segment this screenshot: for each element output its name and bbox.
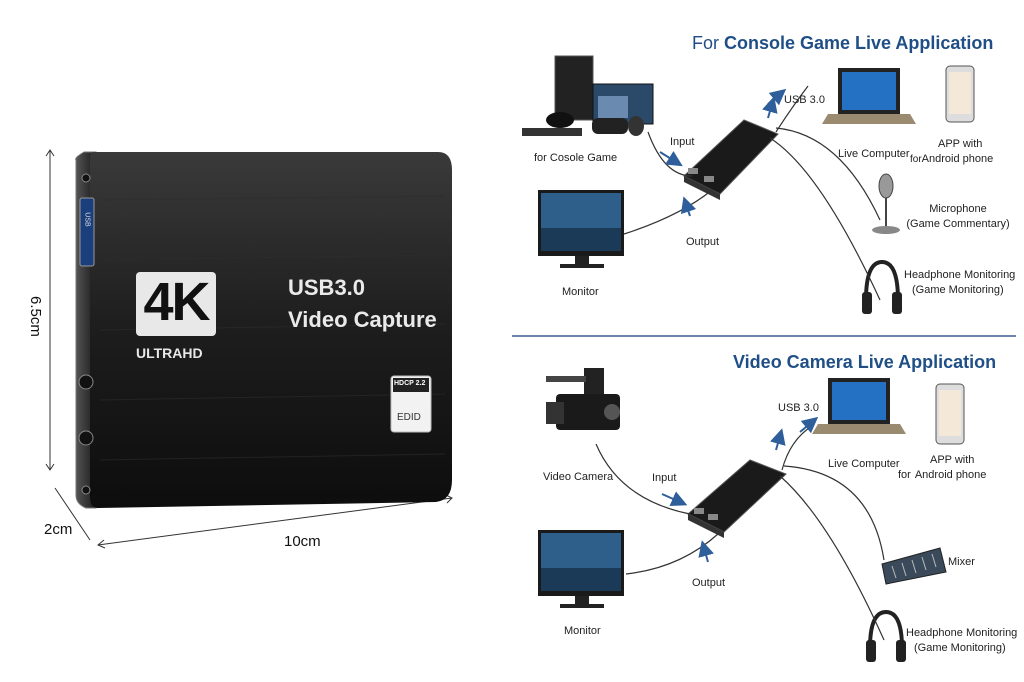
label-app-top-2: forAndroid phone [910, 153, 994, 165]
audio-jack-2 [78, 430, 94, 446]
audio-jack-1 [78, 374, 94, 390]
console-devices-icon [522, 55, 654, 136]
label-headphone-bottom-2: (Game Monitoring) [914, 642, 1006, 654]
dimension-width: 10cm [284, 533, 321, 550]
hdcp-text: HDCP 2.2 [394, 380, 426, 387]
phone-icon-bottom [935, 383, 965, 445]
4k-badge [136, 272, 216, 336]
phone-icon-top [945, 65, 975, 123]
label-headphone-top-1: Headphone Monitoring [904, 269, 1016, 281]
product-line1: USB3.0 [288, 275, 366, 300]
led-indicator [81, 173, 91, 183]
label-usb-bottom: USB 3.0 [778, 402, 819, 414]
label-mic-1: Microphone [929, 203, 987, 215]
console-section-title: For Console Game Live Application [692, 33, 993, 54]
laptop-icon-bottom [812, 378, 906, 434]
capture-device-bottom [687, 459, 787, 538]
label-output-top: Output [686, 236, 720, 248]
camera-section-title: Video Camera Live Application [733, 352, 997, 372]
console-title-prefix: For [692, 33, 719, 53]
label-app-top-1: APP with [938, 138, 983, 150]
label-mixer: Mixer [948, 556, 975, 568]
label-headphone-bottom-1: Headphone Monitoring [906, 627, 1018, 639]
label-mic-2: (Game Commentary) [906, 218, 1010, 230]
label-console: for Cosole Game [534, 152, 618, 164]
label-input-bottom: Input [652, 472, 677, 484]
badge-ultrahd-text: ULTRAHD [136, 345, 203, 361]
monitor-icon-top [538, 190, 624, 268]
dimension-lines [45, 149, 453, 549]
label-monitor-top: Monitor [562, 286, 599, 298]
mixer-icon [881, 547, 947, 585]
label-camera: Video Camera [543, 471, 614, 483]
video-camera-icon [546, 368, 620, 430]
device-body [90, 152, 452, 508]
headphones-icon-bottom [866, 609, 906, 662]
label-live-computer-bottom: Live Computer [828, 458, 900, 470]
monitor-icon-bottom [538, 530, 624, 608]
label-output-bottom: Output [692, 577, 726, 589]
product-line2: Video Capture [288, 307, 437, 332]
label-input-top: Input [670, 136, 695, 148]
connector-arrows-top [659, 88, 787, 217]
dimension-depth: 2cm [44, 521, 73, 538]
label-app-bottom-1: APP with [930, 454, 975, 466]
microphone-icon [872, 173, 900, 234]
label-usb-top: USB 3.0 [784, 94, 825, 106]
usb-port [79, 197, 95, 267]
console-title-main: Console Game Live Application [724, 33, 994, 53]
label-monitor-bottom: Monitor [564, 625, 601, 637]
label-live-computer-top: Live Computer [838, 148, 910, 160]
label-headphone-top-2: (Game Monitoring) [912, 284, 1004, 296]
badge-4k-text: 4K [143, 272, 210, 332]
laptop-icon-top [822, 68, 916, 124]
edid-text: EDID [397, 412, 421, 423]
headphones-icon-top [862, 259, 902, 314]
capture-device-top [683, 119, 779, 200]
connector-arrows-bottom [661, 416, 819, 563]
